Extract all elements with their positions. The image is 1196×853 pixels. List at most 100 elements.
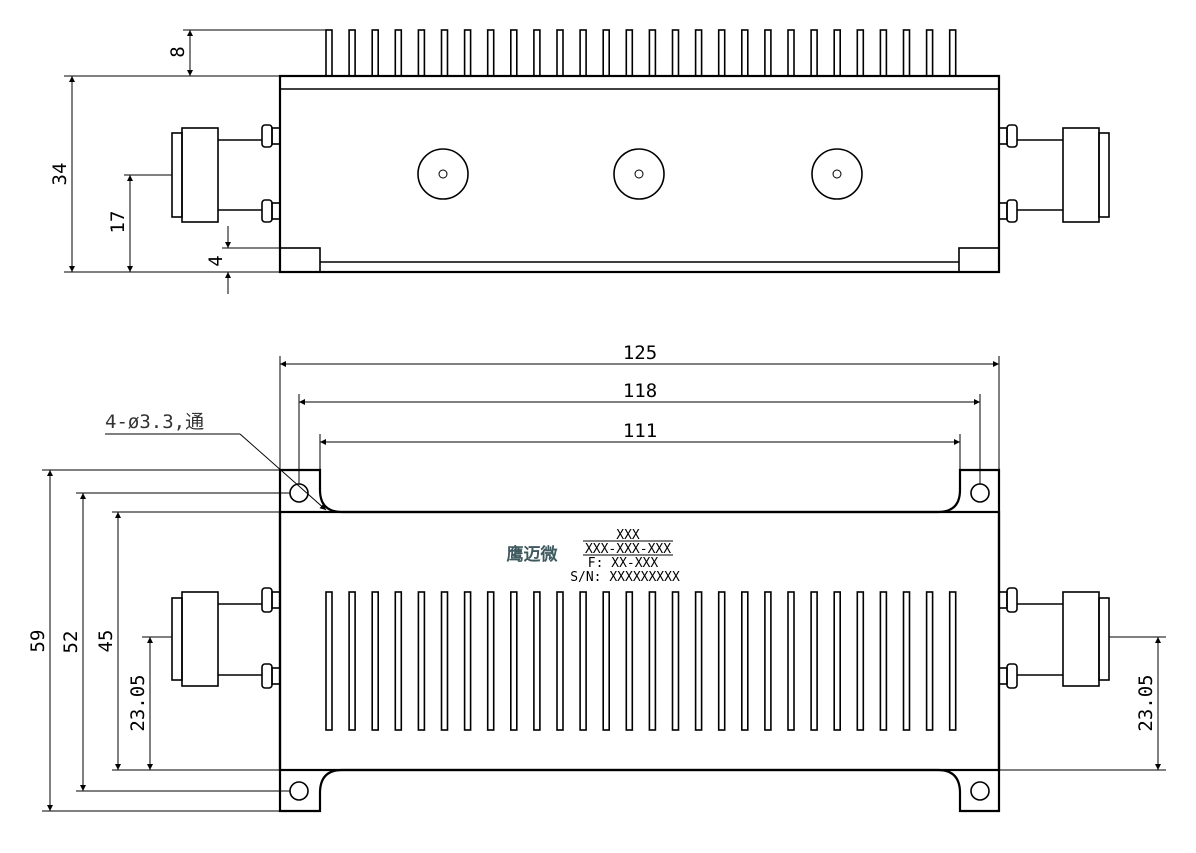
dim-connector-center: 17 (107, 174, 172, 272)
label-line-1: XXX (616, 528, 640, 543)
dim-base-height: 4 (205, 226, 280, 294)
fin-slot (417, 591, 426, 731)
dim-overall-width-label: 59 (27, 630, 49, 653)
side-fin (648, 29, 657, 77)
side-fin (440, 29, 449, 77)
label-line-3: F: XX-XXX (588, 556, 659, 571)
dim-body-length: 111 (319, 420, 961, 470)
fin-slot (671, 591, 680, 731)
dim-overall-length: 125 (279, 342, 1000, 470)
dim-left-connector-offset-label: 23.05 (127, 674, 149, 731)
side-fin (948, 29, 957, 77)
fin-slot (440, 591, 449, 731)
top-view-fin-slots (325, 591, 957, 731)
side-fin (625, 29, 634, 77)
side-fin (787, 29, 795, 77)
side-fin (486, 29, 495, 77)
fin-slot (925, 591, 934, 731)
side-view-fins (325, 29, 957, 77)
dim-body-height: 34 (49, 75, 280, 273)
hole-callout: 4-ø3.3,通 (105, 411, 327, 511)
side-fin (394, 29, 403, 77)
fin-slot (394, 591, 403, 731)
dim-overall-length-label: 125 (623, 342, 657, 364)
fin-slot (509, 591, 518, 731)
side-fin (371, 29, 380, 77)
side-fin (671, 29, 680, 77)
side-fin (740, 29, 749, 77)
dim-body-width-label: 45 (95, 630, 117, 653)
fin-slot (856, 591, 865, 731)
fin-slot (787, 591, 795, 731)
side-fin (602, 29, 611, 77)
fin-slot (717, 591, 726, 731)
fin-slot (325, 591, 333, 731)
dim-hole-width-label: 52 (60, 631, 82, 654)
dim-hole-width: 52 (60, 492, 290, 792)
fin-slot (833, 591, 842, 731)
side-fin (533, 29, 541, 77)
side-view: 8 34 17 4 (49, 29, 1110, 294)
fin-slot (533, 591, 541, 731)
label-line-4: S/N: XXXXXXXXX (570, 570, 680, 585)
dim-overall-width: 59 (27, 469, 280, 812)
side-view-port-1 (417, 148, 469, 200)
fin-slot (486, 591, 495, 731)
dim-base-height-label: 4 (205, 255, 227, 266)
dim-hole-pitch: 118 (298, 380, 981, 484)
side-fin (579, 29, 587, 77)
fin-slot (694, 591, 703, 731)
side-fin (325, 29, 333, 77)
side-fin (509, 29, 518, 77)
fin-slot (648, 591, 657, 731)
mounting-hole-bottom-right (970, 781, 990, 801)
dim-fin-height-label: 8 (167, 46, 189, 57)
dim-fin-height: 8 (167, 29, 328, 77)
dim-hole-pitch-label: 118 (623, 380, 657, 402)
fin-slot (902, 591, 911, 731)
dim-right-connector-offset-label: 23.05 (1135, 674, 1157, 731)
side-view-right-foot (958, 247, 1000, 273)
side-fin (717, 29, 726, 77)
fin-slot (948, 591, 957, 731)
side-view-right-connector (998, 124, 1110, 223)
top-view-body (278, 510, 1001, 772)
dim-body-width: 45 (95, 511, 280, 771)
side-view-port-3 (811, 148, 863, 200)
dim-left-connector-offset: 23.05 (127, 636, 172, 770)
fin-slot (625, 591, 634, 731)
fin-slot (810, 591, 818, 731)
side-fin (417, 29, 426, 77)
product-label: 鹰迈微 XXX XXX-XXX-XXX F: XX-XXX S/N: XXXXX… (507, 528, 680, 585)
fin-slot (879, 591, 888, 731)
fin-slot (463, 591, 472, 731)
fin-slot (579, 591, 587, 731)
side-view-body (278, 74, 1001, 274)
label-line-2: XXX-XXX-XXX (585, 542, 671, 557)
fin-slot (348, 591, 356, 731)
top-view: 鹰迈微 XXX XXX-XXX-XXX F: XX-XXX S/N: XXXXX… (27, 342, 1166, 813)
side-fin (694, 29, 703, 77)
side-fin (856, 29, 865, 77)
fin-slot (764, 591, 772, 731)
side-fin (463, 29, 472, 77)
dim-right-connector-offset: 23.05 (999, 636, 1166, 771)
top-view-left-connector (171, 587, 281, 689)
side-view-port-2 (613, 148, 665, 200)
dim-body-length-label: 111 (623, 420, 657, 442)
hole-callout-label: 4-ø3.3,通 (105, 411, 204, 433)
mounting-hole-bottom-left (289, 781, 309, 801)
side-fin (833, 29, 842, 77)
dim-body-height-label: 34 (49, 163, 71, 186)
side-fin (810, 29, 818, 77)
side-fin (902, 29, 911, 77)
label-brand: 鹰迈微 (507, 544, 559, 565)
side-fin (925, 29, 934, 77)
fin-slot (602, 591, 611, 731)
fin-slot (371, 591, 380, 731)
side-view-left-foot (279, 247, 321, 273)
dim-connector-center-label: 17 (107, 211, 129, 234)
top-view-flange (278, 468, 1001, 813)
top-view-right-connector (998, 587, 1110, 689)
side-fin (556, 29, 564, 77)
